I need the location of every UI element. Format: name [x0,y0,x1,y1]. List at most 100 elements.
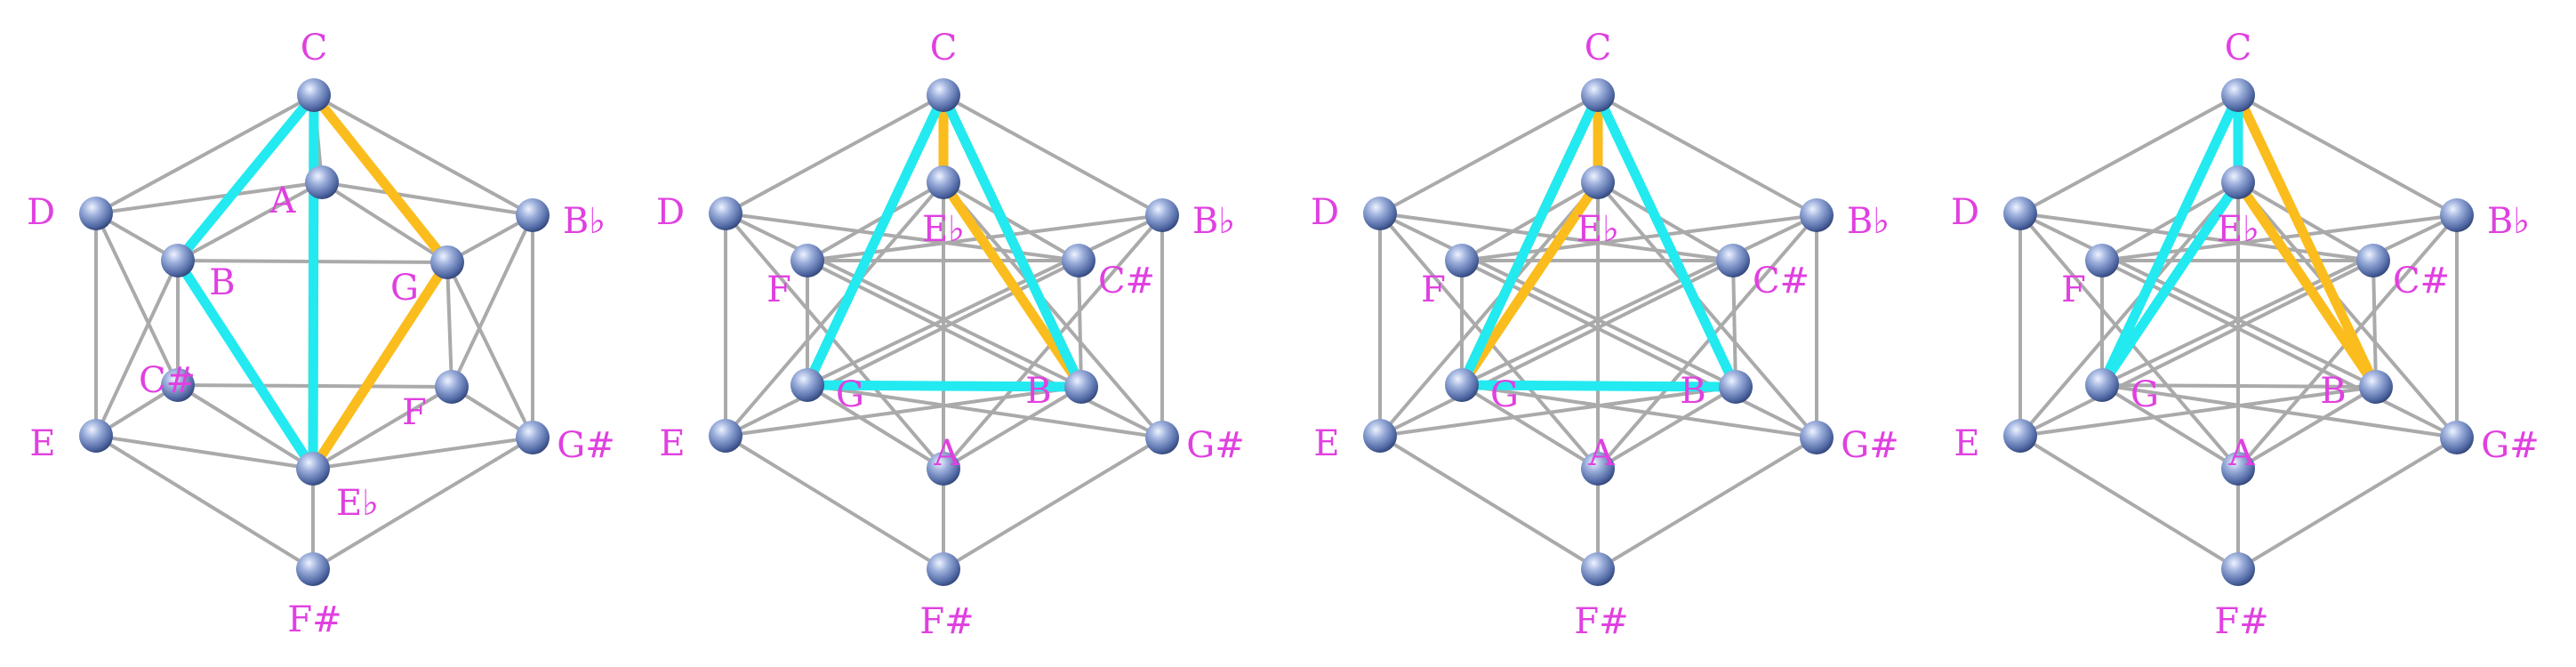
edge-B-C# [1077,259,1083,389]
edge-G#-F# [1596,436,1818,571]
edge-Bb-G [806,213,1164,387]
edge-F-Eb [1460,181,1600,262]
node-C#-sphere [1716,244,1750,277]
edge-C#-Eb [1596,181,1735,262]
node-label-F#: F# [919,601,974,642]
edge-G#-Eb [942,181,1164,439]
node-label-D: D [1311,192,1339,233]
node-label-C: C [930,28,958,68]
node-label-F: F [402,392,427,433]
edge-G#-F# [311,436,534,571]
node-label-A: A [1588,433,1616,474]
node-C#-sphere [161,368,195,402]
node-B-sphere [1064,370,1098,404]
node-F#-sphere [927,552,960,586]
node-label-Bb: B♭ [2487,201,2530,242]
edge-C-D [2018,93,2240,215]
node-label-E: E [1313,423,1339,464]
edge-C#-Eb [176,383,315,470]
node-E-sphere [709,419,742,453]
cyan-edge-G-B [802,380,1087,392]
node-F#-sphere [1581,552,1615,586]
node-label-C: C [2225,28,2252,68]
node-C-sphere [927,78,960,112]
node-G#-sphere [1145,421,1179,454]
edge-E-Eb [1378,181,1600,438]
edge-D-C# [94,212,180,387]
node-C#-sphere [1062,244,1095,277]
edge-G#-F# [2236,436,2459,571]
node-G#-sphere [2440,421,2474,454]
node-E-sphere [1363,419,1397,453]
edge-A-B [942,385,1083,470]
node-label-C#: C# [139,360,196,401]
orange-edge-Eb-G [1457,177,1603,390]
node-C-sphere [1581,78,1615,112]
node-G#-sphere [1800,421,1834,454]
node-label-A: A [269,181,297,221]
edge-D-B [1378,212,1737,389]
node-G-sphere [790,368,824,402]
edge-C-Bb [2236,93,2459,217]
edge-A-G [806,383,945,470]
node-label-G: G [1490,374,1519,415]
edge-E-B [724,385,1083,438]
edge-Bb-F [450,213,534,389]
edge-G#-G [1460,383,1818,439]
cyan-edge-G-B [1457,380,1741,392]
cyan-edge-C-B [173,90,319,266]
edge-F-Eb [2100,181,2240,262]
orange-edge-G-Eb [308,257,453,474]
node-label-F: F [1421,269,1446,310]
edge-E-B [2018,385,2378,438]
edge-E-F# [2018,434,2240,571]
edge-E-Eb [2018,181,2240,438]
edge-E-Eb [724,181,945,438]
edge-G#-Eb [1596,181,1818,439]
node-label-C#: C# [2393,261,2450,301]
node-label-Bb: B♭ [1847,201,1890,242]
edge-F-Eb [311,385,453,470]
node-B-sphere [161,244,195,277]
node-A-sphere [927,452,960,486]
node-label-C: C [301,28,328,68]
edge-C-D [1378,93,1600,215]
node-A-sphere [1581,452,1615,486]
node-label-G#: G# [2481,425,2539,466]
node-label-C: C [1585,28,1612,68]
node-label-B: B [209,262,235,303]
edge-D-B [2018,212,2378,389]
node-label-D: D [27,192,55,233]
node-Bb-sphere [2440,198,2474,232]
edge-E-F# [724,434,945,571]
edge-G#-F [806,259,1164,439]
orange-edge-C-B [2233,90,2381,392]
node-label-G#: G# [557,425,614,466]
edge-C-Bb [942,93,1164,217]
node-G-sphere [430,245,464,279]
edge-A-Bb [320,181,534,217]
node-label-A: A [934,433,961,474]
node-F-sphere [790,244,824,277]
node-Eb-sphere [2221,165,2255,199]
node-B-sphere [1719,370,1753,404]
node-label-Eb: E♭ [922,209,965,250]
node-label-A: A [2228,433,2256,474]
cyan-edge-B-Eb [173,255,318,474]
node-F#-sphere [2221,552,2255,586]
edge-Bb-F [1460,213,1818,262]
edge-E-F# [94,434,315,571]
edge-D-C# [724,212,1080,262]
node-Eb-sphere [927,165,960,199]
edge-B-C# [1731,259,1737,389]
edge-B-C# [2371,259,2378,389]
node-label-Bb: B♭ [563,201,606,242]
node-label-B: B [2320,371,2346,412]
edge-A-Bb [1596,213,1818,470]
node-label-B: B [1680,371,1705,412]
node-label-Eb: E♭ [1577,209,1619,250]
